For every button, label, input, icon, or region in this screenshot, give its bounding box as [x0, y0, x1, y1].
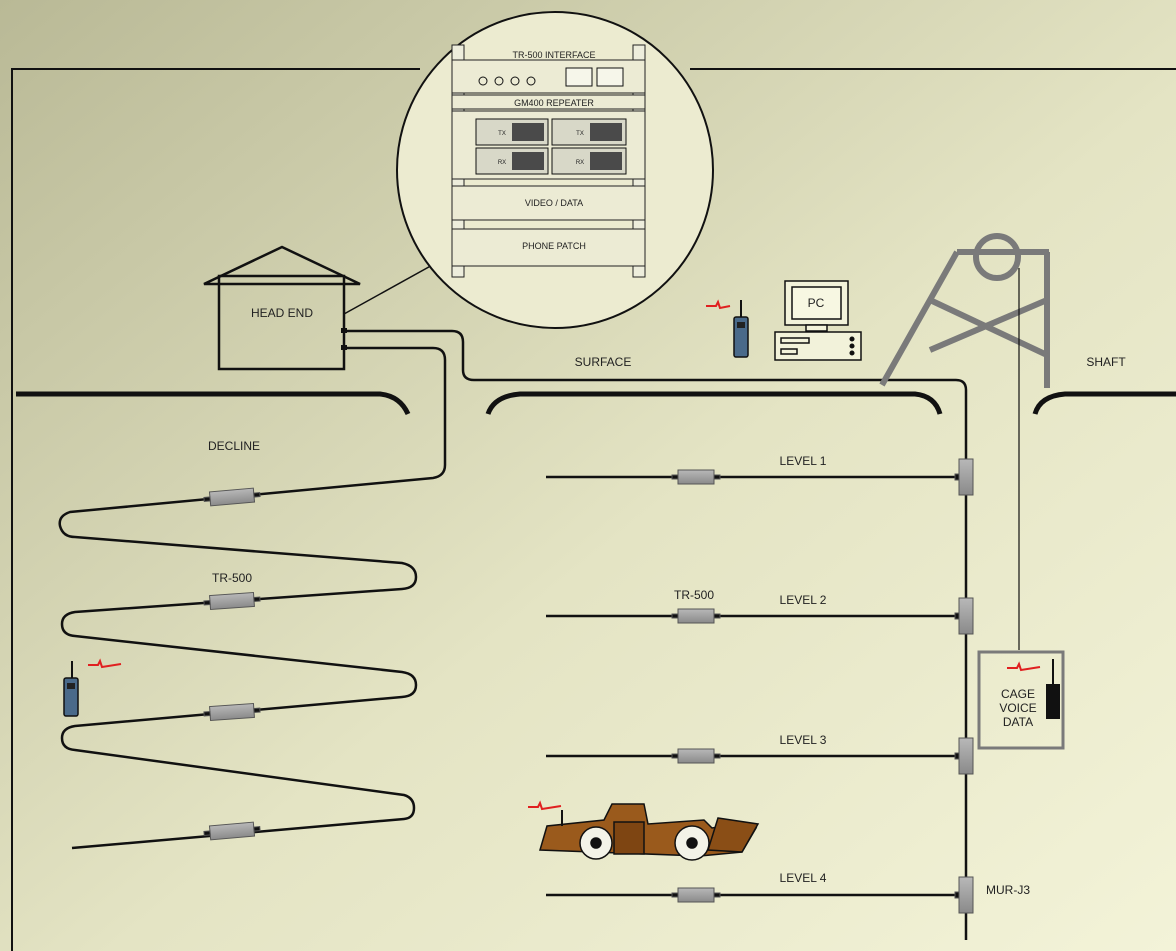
- surface-label: SURFACE: [575, 355, 632, 369]
- shaft-label: SHAFT: [1086, 355, 1126, 369]
- rack-tx-label: TX: [498, 131, 506, 137]
- rack-rx-label: RX: [498, 160, 506, 166]
- level3-amplifier: [671, 748, 721, 764]
- head-end-building: [203, 245, 361, 371]
- cage-radio: [1046, 684, 1060, 719]
- level-tr500-label: TR-500: [674, 588, 714, 602]
- signal-icon: [528, 800, 562, 811]
- tr500-amplifier: [203, 821, 261, 841]
- rack-tr500-interface-label: TR-500 INTERFACE: [512, 50, 595, 60]
- level1-splitter: [954, 458, 974, 496]
- level2-label: LEVEL 2: [780, 593, 827, 607]
- pc-workstation: [774, 280, 862, 361]
- decline-label: DECLINE: [208, 439, 260, 453]
- rack-rx-label: RX: [576, 160, 584, 166]
- level-cables: [546, 475, 966, 897]
- tr500-amplifier: [203, 487, 261, 507]
- decline-amplifiers: [203, 487, 261, 841]
- level1-amplifier: [671, 469, 721, 485]
- rack-callout-line: [343, 257, 446, 315]
- decline-tr500-label: TR-500: [212, 571, 252, 585]
- level-amplifiers: [671, 469, 721, 903]
- rack-phone-patch-label: PHONE PATCH: [522, 241, 586, 251]
- cage: [977, 650, 1065, 750]
- equipment-rack-callout: [396, 11, 714, 329]
- cage-label-line3: DATA: [1003, 715, 1033, 729]
- outer-frame: [11, 68, 1176, 951]
- ground-surface: [16, 391, 1176, 416]
- level4-label: LEVEL 4: [780, 871, 827, 885]
- level4-amplifier: [671, 887, 721, 903]
- surface-radio: [706, 299, 749, 358]
- level3-label: LEVEL 3: [780, 733, 827, 747]
- mur-j3-label: MUR-J3: [986, 883, 1030, 897]
- decline-cable: [58, 346, 447, 850]
- level3-splitter: [954, 737, 974, 775]
- head-end-label: HEAD END: [251, 306, 313, 320]
- level2-amplifier: [671, 608, 721, 624]
- signal-icon: [706, 299, 731, 310]
- shaft-headframe: [879, 233, 1050, 388]
- tr500-amplifier: [203, 591, 261, 611]
- cage-label-line2: VOICE: [999, 701, 1036, 715]
- pc-label: PC: [808, 296, 825, 310]
- signal-icon: [1007, 661, 1041, 672]
- rack-gm400-repeater-label: GM400 REPEATER: [514, 98, 594, 108]
- level2-splitter: [954, 597, 974, 635]
- tr500-amplifier: [203, 702, 261, 722]
- rack-video-data-label: VIDEO / DATA: [525, 198, 583, 208]
- decline-radio: [63, 658, 122, 717]
- level4-splitter: [954, 876, 974, 914]
- rack-tx-label: TX: [576, 131, 584, 137]
- signal-icon: [88, 658, 122, 669]
- cage-label-line1: CAGE: [1001, 687, 1035, 701]
- surface-trunk-cable: [347, 329, 968, 940]
- shaft-splitters: [954, 458, 974, 914]
- loader-vehicle: [528, 800, 760, 861]
- level1-label: LEVEL 1: [780, 454, 827, 468]
